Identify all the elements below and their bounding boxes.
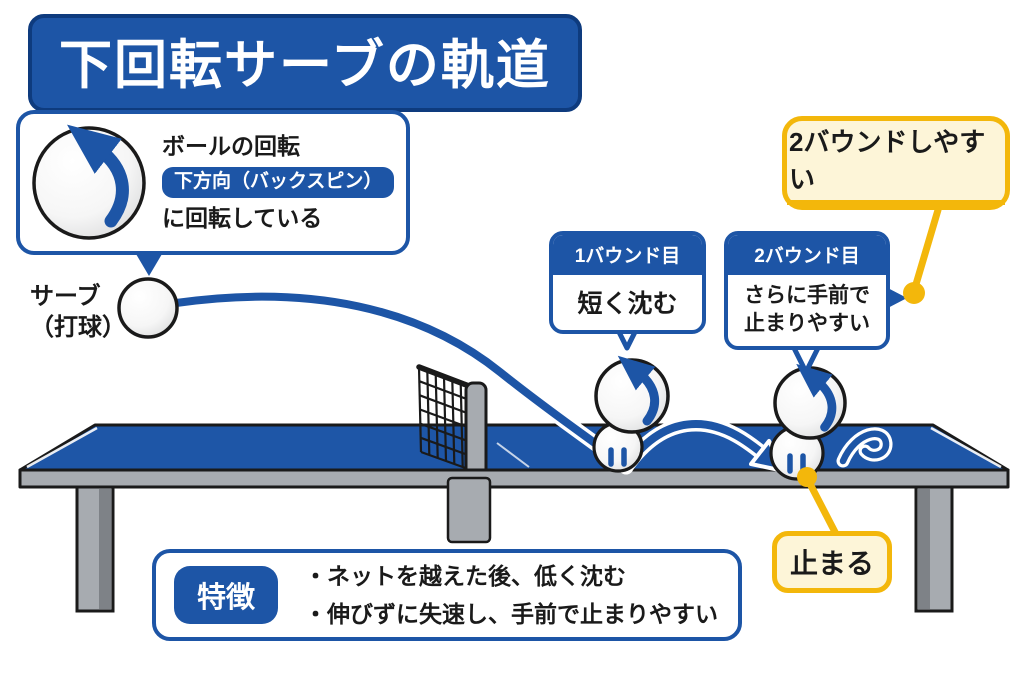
rotation-box-pointer bbox=[136, 254, 162, 276]
bounce2-header: 2バウンド目 bbox=[728, 235, 886, 275]
table-apron bbox=[18, 468, 1010, 489]
net-tape bbox=[416, 364, 472, 389]
bounce2-body: さらに手前で 止まりやすい bbox=[744, 284, 870, 335]
net-clamp bbox=[446, 476, 492, 544]
backspin-ball-icon bbox=[30, 124, 148, 242]
two-bounce-connector bbox=[903, 206, 942, 304]
bounce1-body: 短く沈む bbox=[577, 290, 678, 318]
ball-rotation-box: ボールの回転 下方向（バックスピン） に回転している bbox=[16, 110, 410, 255]
bounce1-ball-small bbox=[592, 421, 644, 473]
stop-label: 止まる bbox=[789, 548, 874, 579]
rotation-heading: ボールの回転 bbox=[162, 133, 300, 160]
stop-callout: 止まる bbox=[772, 531, 892, 593]
feature-item: ・ネットを越えた後、低く沈む bbox=[304, 563, 626, 589]
table-center-line bbox=[496, 442, 530, 468]
serve-arc bbox=[172, 292, 630, 471]
bounce1-header: 1バウンド目 bbox=[553, 235, 702, 275]
features-header-pill: 特徴 bbox=[174, 566, 278, 624]
bounce2-ball-small bbox=[769, 425, 825, 481]
net bbox=[416, 364, 473, 472]
serve-ball bbox=[117, 277, 179, 339]
rotation-suffix: に回転している bbox=[162, 205, 323, 232]
features-list: ・ネットを越えた後、低く沈む ・伸びずに失速し、手前で止まりやすい bbox=[304, 557, 718, 633]
two-bounce-label: 2バウンドしやすい bbox=[787, 122, 1005, 205]
ball-trajectory bbox=[168, 289, 893, 475]
two-bounce-callout: 2バウンドしやすい bbox=[782, 116, 1010, 210]
bounce2-ball-spin bbox=[773, 366, 847, 440]
feature-item: ・伸びずに失速し、手前で止まりやすい bbox=[304, 601, 718, 627]
bounce2-callout: 2バウンド目 さらに手前で 止まりやすい bbox=[724, 231, 890, 350]
bounce1-ball-spin bbox=[594, 358, 670, 434]
table-leg-left bbox=[75, 485, 115, 613]
bounce-arc bbox=[622, 419, 772, 471]
bounce1-callout: 1バウンド目 短く沈む bbox=[549, 231, 706, 334]
rotation-direction-pill: 下方向（バックスピン） bbox=[162, 166, 395, 199]
stop-connector bbox=[797, 467, 840, 538]
bounce2-side-pointer bbox=[886, 287, 907, 309]
features-box: 特徴 ・ネットを越えた後、低く沈む ・伸びずに失速し、手前で止まりやすい bbox=[152, 549, 742, 641]
table-leg-right bbox=[914, 485, 954, 613]
page-title: 下回転サーブの軌道 bbox=[28, 14, 582, 112]
table bbox=[18, 364, 1010, 613]
serve-label: サーブ （打球） bbox=[30, 283, 126, 341]
